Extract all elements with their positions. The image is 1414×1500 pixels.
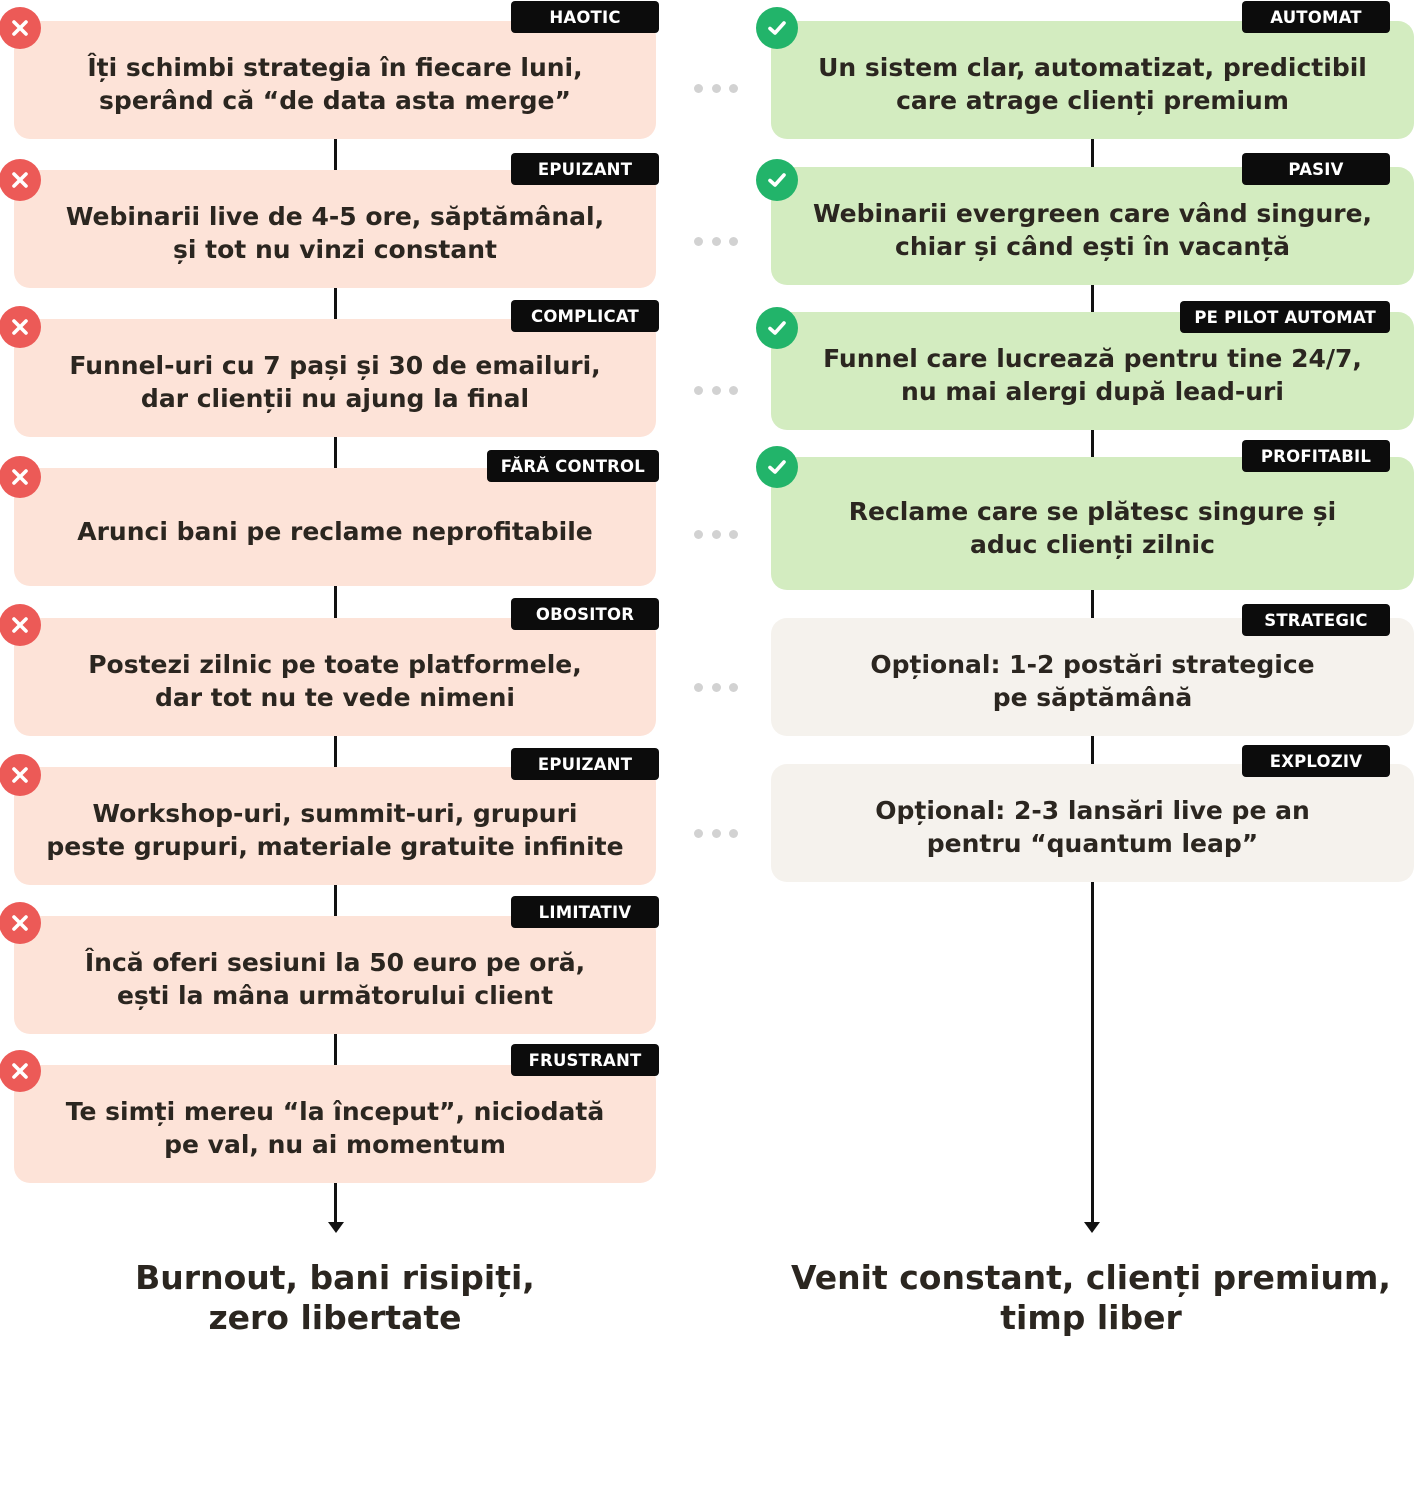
x-icon (0, 1050, 41, 1092)
right-tag-label: PROFITABIL (1242, 440, 1390, 472)
check-icon (756, 307, 798, 349)
x-icon (0, 7, 41, 49)
left-card-2: Webinarii live de 4-5 ore, săptămânal, ș… (14, 170, 656, 288)
left-card-1: Îți schimbi strategia în fiecare luni, s… (14, 21, 656, 139)
right-card-3: Funnel care lucrează pentru tine 24/7, n… (771, 312, 1414, 430)
connector-dot (694, 683, 703, 692)
connector-dot (711, 829, 721, 838)
right-card-text: Un sistem clar, automatizat, predictibil… (818, 53, 1367, 115)
connector-dot (694, 530, 703, 539)
left-card-text: Încă oferi sesiuni la 50 euro pe oră, eș… (84, 948, 586, 1010)
x-icon (0, 604, 41, 646)
connector-dot (711, 386, 721, 395)
right-card-text: Funnel care lucrează pentru tine 24/7, n… (823, 344, 1362, 406)
connector-dots-1 (694, 84, 738, 94)
left-card-text: Arunci bani pe reclame neprofitabile (77, 516, 593, 546)
left-tag-label: HAOTIC (511, 1, 659, 33)
right-card-text: Webinarii evergreen care vând singure, c… (812, 199, 1373, 261)
connector-dot (729, 237, 738, 246)
right-card-5: Opțional: 1-2 postări strategice pe săpt… (771, 618, 1414, 736)
left-tag-label: OBOSITOR (511, 598, 659, 630)
connector-dot (729, 683, 738, 692)
right-tag-label: AUTOMAT (1242, 1, 1390, 33)
connector-dot (694, 386, 703, 395)
right-tag-label: PASIV (1242, 153, 1390, 185)
right-tag-label: PE PILOT AUTOMAT (1180, 301, 1390, 333)
left-tag-label: EPUIZANT (511, 153, 659, 185)
left-card-3: Funnel-uri cu 7 pași și 30 de emailuri, … (14, 319, 656, 437)
left-outcome: Burnout, bani risipiți, zero libertate (135, 1258, 535, 1337)
left-tag-label: FĂRĂ CONTROL (486, 450, 659, 482)
connector-dot (729, 386, 738, 395)
right-tag-label: STRATEGIC (1242, 604, 1390, 636)
left-timeline-arrowhead (328, 1222, 344, 1233)
left-card-6: Workshop-uri, summit-uri, grupuri peste … (14, 767, 656, 885)
check-icon (756, 446, 798, 488)
left-card-text: Workshop-uri, summit-uri, grupuri peste … (46, 799, 624, 861)
connector-dots-5 (694, 683, 738, 693)
check-icon (756, 159, 798, 201)
right-card-6: Opțional: 2-3 lansări live pe an pentru … (771, 764, 1414, 882)
connector-dot (729, 829, 738, 838)
connector-dots-2 (694, 237, 738, 247)
check-icon (756, 7, 798, 49)
left-card-8: Te simți mereu “la început”, niciodată p… (14, 1065, 656, 1183)
connector-dot (729, 84, 738, 93)
x-icon (0, 306, 41, 348)
right-card-1: Un sistem clar, automatizat, predictibil… (771, 21, 1414, 139)
left-card-text: Webinarii live de 4-5 ore, săptămânal, ș… (65, 202, 605, 264)
connector-dot (711, 237, 721, 246)
left-tag-label: FRUSTRANT (511, 1044, 659, 1076)
right-card-2: Webinarii evergreen care vând singure, c… (771, 167, 1414, 285)
connector-dots-4 (694, 530, 738, 540)
x-icon (0, 159, 41, 201)
x-icon (0, 456, 41, 498)
x-icon (0, 902, 41, 944)
left-tag-label: COMPLICAT (511, 300, 659, 332)
right-card-text: Opțional: 1-2 postări strategice pe săpt… (870, 650, 1315, 712)
left-card-text: Îți schimbi strategia în fiecare luni, s… (87, 53, 583, 115)
x-icon (0, 754, 41, 796)
right-card-text: Opțional: 2-3 lansări live pe an pentru … (875, 796, 1310, 858)
right-card-text: Reclame care se plătesc singure și aduc … (848, 496, 1337, 559)
connector-dot (694, 829, 703, 838)
left-card-text: Postezi zilnic pe toate platformele, dar… (88, 650, 582, 712)
connector-dot (711, 530, 721, 539)
connector-dot (694, 84, 703, 93)
right-outcome: Venit constant, clienți premium, timp li… (791, 1258, 1391, 1337)
connector-dots-3 (694, 386, 738, 396)
left-tag-label: LIMITATIV (511, 896, 659, 928)
right-card-4: Reclame care se plătesc singure și aduc … (771, 457, 1414, 590)
connector-dot (711, 84, 721, 93)
connector-dot (711, 683, 721, 692)
left-card-4: Arunci bani pe reclame neprofitabile (14, 468, 656, 586)
left-card-text: Funnel-uri cu 7 pași și 30 de emailuri, … (69, 351, 601, 413)
left-card-7: Încă oferi sesiuni la 50 euro pe oră, eș… (14, 916, 656, 1034)
connector-dot (729, 530, 738, 539)
left-tag-label: EPUIZANT (511, 748, 659, 780)
connector-dot (694, 237, 703, 246)
left-card-text: Te simți mereu “la început”, niciodată p… (65, 1097, 605, 1159)
right-tag-label: EXPLOZIV (1242, 745, 1390, 777)
left-card-5: Postezi zilnic pe toate platformele, dar… (14, 618, 656, 736)
right-timeline-arrowhead (1084, 1222, 1100, 1233)
connector-dots-6 (694, 829, 738, 839)
